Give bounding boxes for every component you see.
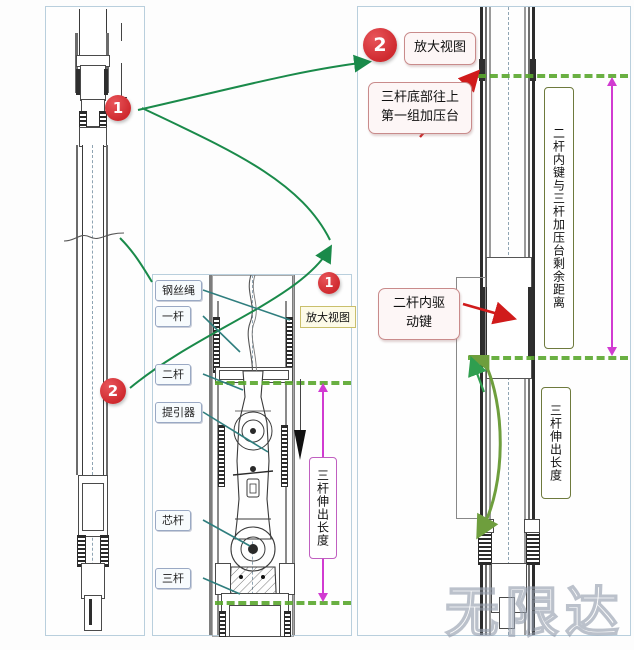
body-upper — [80, 65, 106, 101]
panel-overall-view — [45, 6, 145, 636]
label-rod-2[interactable]: 二杆 — [155, 364, 191, 385]
long-shaft — [82, 145, 104, 475]
dim-label-right-upper-text: 二杆内键与三杆加压台剩余距离 — [551, 127, 566, 309]
badge-1-mid: 1 — [318, 272, 340, 294]
ref-line-right-bottom — [468, 356, 628, 360]
label-wire-rope[interactable]: 钢丝绳 — [155, 280, 202, 301]
rod1-key-left — [213, 317, 220, 373]
motion-arrow-stem — [121, 63, 122, 103]
shaft-rail-right — [106, 145, 108, 475]
label-core-rod[interactable]: 芯杆 — [155, 510, 191, 531]
zoom-label-right: 放大视图 — [404, 32, 477, 65]
ref-line-bottom — [215, 601, 351, 605]
zoom-label-mid: 放大视图 — [300, 306, 356, 328]
casing-rail-left — [209, 275, 212, 635]
lower-housing-inner — [82, 483, 104, 531]
mid-motion-stem — [300, 379, 301, 435]
break-symbol — [63, 229, 125, 247]
wire-rope-path — [235, 274, 271, 386]
dim-label-right-upper: 二杆内键与三杆加压台剩余距离 — [544, 87, 574, 349]
bottom-nose-tip — [499, 597, 515, 629]
bottom-sub — [81, 563, 105, 599]
dim-arrow-up-right — [607, 77, 617, 86]
ref-line-top — [215, 381, 351, 385]
thread-cap-right — [524, 519, 540, 533]
rod3-inner — [229, 605, 281, 637]
motion-arrow-stem-top — [121, 23, 122, 41]
extension-length-arc — [454, 344, 534, 541]
watermark: 无限达 — [444, 580, 625, 645]
inner-drive-key — [482, 287, 487, 357]
badge-1-left: 1 — [105, 95, 131, 121]
inner-drive-key-right — [528, 287, 533, 357]
tube-rail-a — [480, 7, 483, 635]
rod-segment-top — [79, 9, 107, 55]
pressure-platform-notch — [479, 59, 485, 81]
rod2-key-right — [281, 425, 288, 487]
dim-label-mid-text: 三杆伸出长度 — [315, 469, 330, 547]
dim-line-right — [611, 83, 613, 349]
core-rod-shoulder-left — [215, 563, 231, 595]
badge-2-left: 2 — [100, 378, 126, 404]
dim-label-right-lower: 三杆伸出长度 — [541, 387, 571, 499]
dim-arrow-down-right — [607, 347, 617, 356]
callout-pressure-platform[interactable]: 三杆底部往上第一组加压台 — [368, 82, 472, 134]
dim-label-mid: 三杆伸出长度 — [309, 457, 337, 559]
dim-label-right-lower-text: 三杆伸出长度 — [548, 404, 563, 482]
pressure-platform-notch-right — [530, 59, 536, 81]
shaft-rail-left — [76, 145, 78, 475]
shaft-center-line — [92, 145, 93, 475]
label-lifting-device[interactable]: 提引器 — [155, 402, 202, 423]
mid-motion-head — [294, 430, 306, 460]
core-rod-shoulder-right — [279, 563, 295, 595]
label-rod-1[interactable]: 一杆 — [155, 306, 191, 327]
bottom-tip — [84, 595, 102, 631]
bottom-slot — [89, 599, 92, 625]
callout-inner-drive-key[interactable]: 二杆内驱动键 — [378, 288, 460, 340]
dim-arrow-down-mid — [318, 593, 328, 602]
tube-rail-f — [532, 7, 535, 635]
rod3-key-right — [284, 611, 291, 637]
rod3-key-left — [219, 611, 226, 637]
rod1-key-right — [286, 317, 293, 373]
joint-block — [79, 127, 107, 147]
badge-2-right: 2 — [363, 28, 397, 62]
key-left-upper — [76, 69, 80, 95]
ref-line-right-top — [478, 74, 628, 78]
key-right-upper — [104, 69, 108, 95]
label-rod-3[interactable]: 三杆 — [155, 568, 191, 589]
